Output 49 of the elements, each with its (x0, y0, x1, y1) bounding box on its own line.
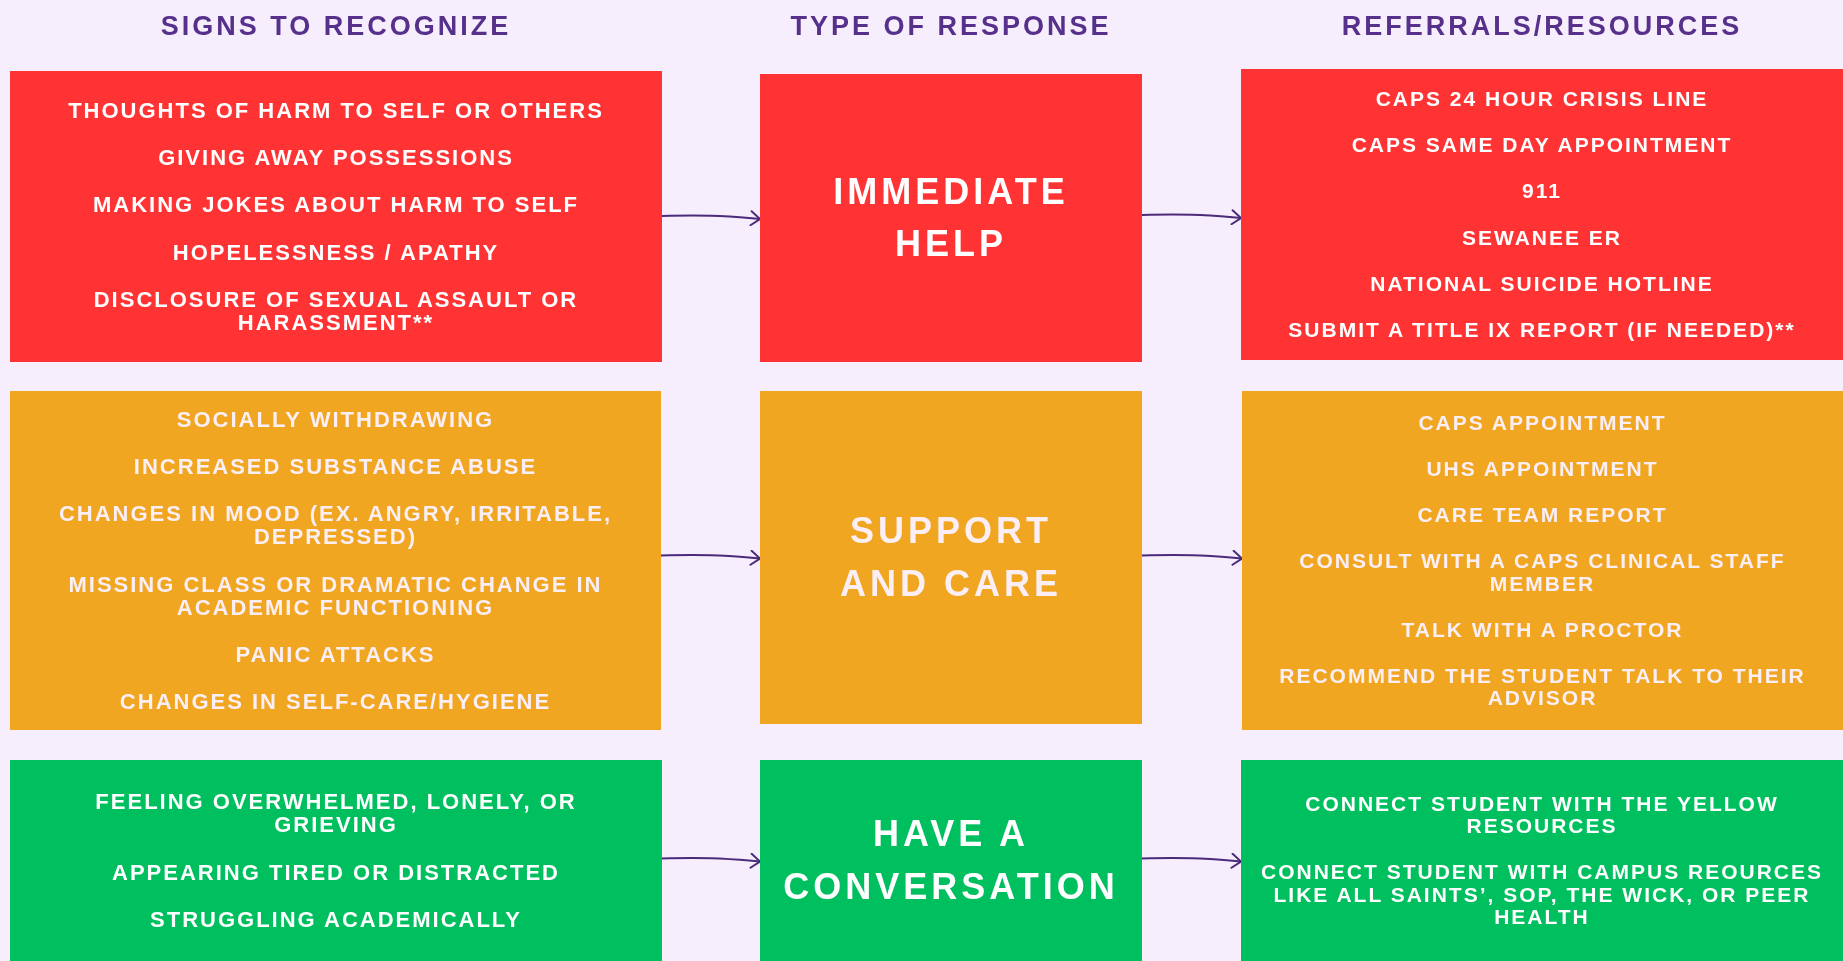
list-item: CARE TEAM REPORT (1417, 504, 1668, 527)
list-item: THOUGHTS OF HARM TO SELF OR OTHERS (68, 99, 604, 123)
response-label: HAVE A CONVERSATION (782, 812, 1120, 909)
list-item: RECOMMEND THE STUDENT TALK TO THEIR ADVISOR (1278, 664, 1807, 709)
list-item: HOPELESSNESS / APATHY (172, 240, 500, 264)
arrow (661, 210, 761, 227)
response-box (760, 760, 1142, 961)
list-item: STRUGGLING ACADEMICALLY (150, 907, 522, 931)
column-heading: REFERRALS/RESOURCES (1340, 10, 1744, 43)
list-item: MAKING JOKES ABOUT HARM TO SELF (92, 193, 580, 217)
list-item: GIVING AWAY POSSESSIONS (158, 146, 514, 170)
list-item: SUBMIT A TITLE IX REPORT (IF NEEDED)** (1288, 318, 1796, 341)
arrow (660, 549, 761, 566)
list-item: PANIC ATTACKS (235, 642, 436, 666)
response-box (760, 74, 1142, 362)
list-item: TALK WITH A PROCTOR (1401, 618, 1684, 641)
list-item: CAPS 24 HOUR CRISIS LINE (1375, 88, 1709, 111)
info-box (10, 71, 662, 362)
list-item: CONNECT STUDENT WITH THE YELLOW RESOURCES (1304, 793, 1780, 838)
list-item: CAPS SAME DAY APPOINTMENT (1351, 134, 1733, 157)
response-label: IMMEDIATE HELP (832, 169, 1070, 266)
column-heading: TYPE OF RESPONSE (789, 10, 1113, 43)
list-item: APPEARING TIRED OR DISTRACTED (112, 860, 560, 884)
info-box (1242, 391, 1843, 730)
column-heading: SIGNS TO RECOGNIZE (159, 10, 513, 43)
info-box (10, 760, 662, 961)
arrow (1141, 549, 1243, 566)
info-box (10, 391, 661, 730)
list-item: UHS APPOINTMENT (1426, 458, 1659, 481)
list-item: MISSING CLASS OR DRAMATIC CHANGE IN ACADEMIC FUNCTIONING (67, 572, 604, 619)
response-box (760, 391, 1142, 724)
list-item: CONNECT STUDENT WITH CAMPUS REOURCES LIKE ALL SAINTS’, SOP, THE WICK, OR PEER HEALTH (1261, 861, 1823, 928)
list-item: FEELING OVERWHELMED, LONELY, OR GRIEVING (94, 790, 578, 837)
list-item: INCREASED SUBSTANCE ABUSE (133, 455, 538, 479)
list-item: CHANGES IN MOOD (EX. ANGRY, IRRITABLE, DEPRESSED) (57, 502, 614, 549)
info-box (1241, 69, 1843, 360)
list-item: CHANGES IN SELF-CARE/HYGIENE (119, 689, 552, 713)
arrow (1141, 209, 1242, 226)
info-box (1241, 760, 1843, 961)
response-label: SUPPORT AND CARE (839, 509, 1063, 606)
list-item: SEWANEE ER (1462, 226, 1622, 249)
arrow (661, 852, 761, 869)
list-item: SOCIALLY WITHDRAWING (176, 408, 495, 432)
list-item: CONSULT WITH A CAPS CLINICAL STAFF MEMBER (1298, 550, 1787, 595)
list-item: DISCLOSURE OF SEXUAL ASSAULT OR HARASSMENT** (92, 287, 580, 334)
list-item: CAPS APPOINTMENT (1418, 412, 1667, 435)
list-item: NATIONAL SUICIDE HOTLINE (1370, 272, 1714, 295)
list-item: 911 (1522, 180, 1562, 203)
arrow (1141, 852, 1242, 869)
